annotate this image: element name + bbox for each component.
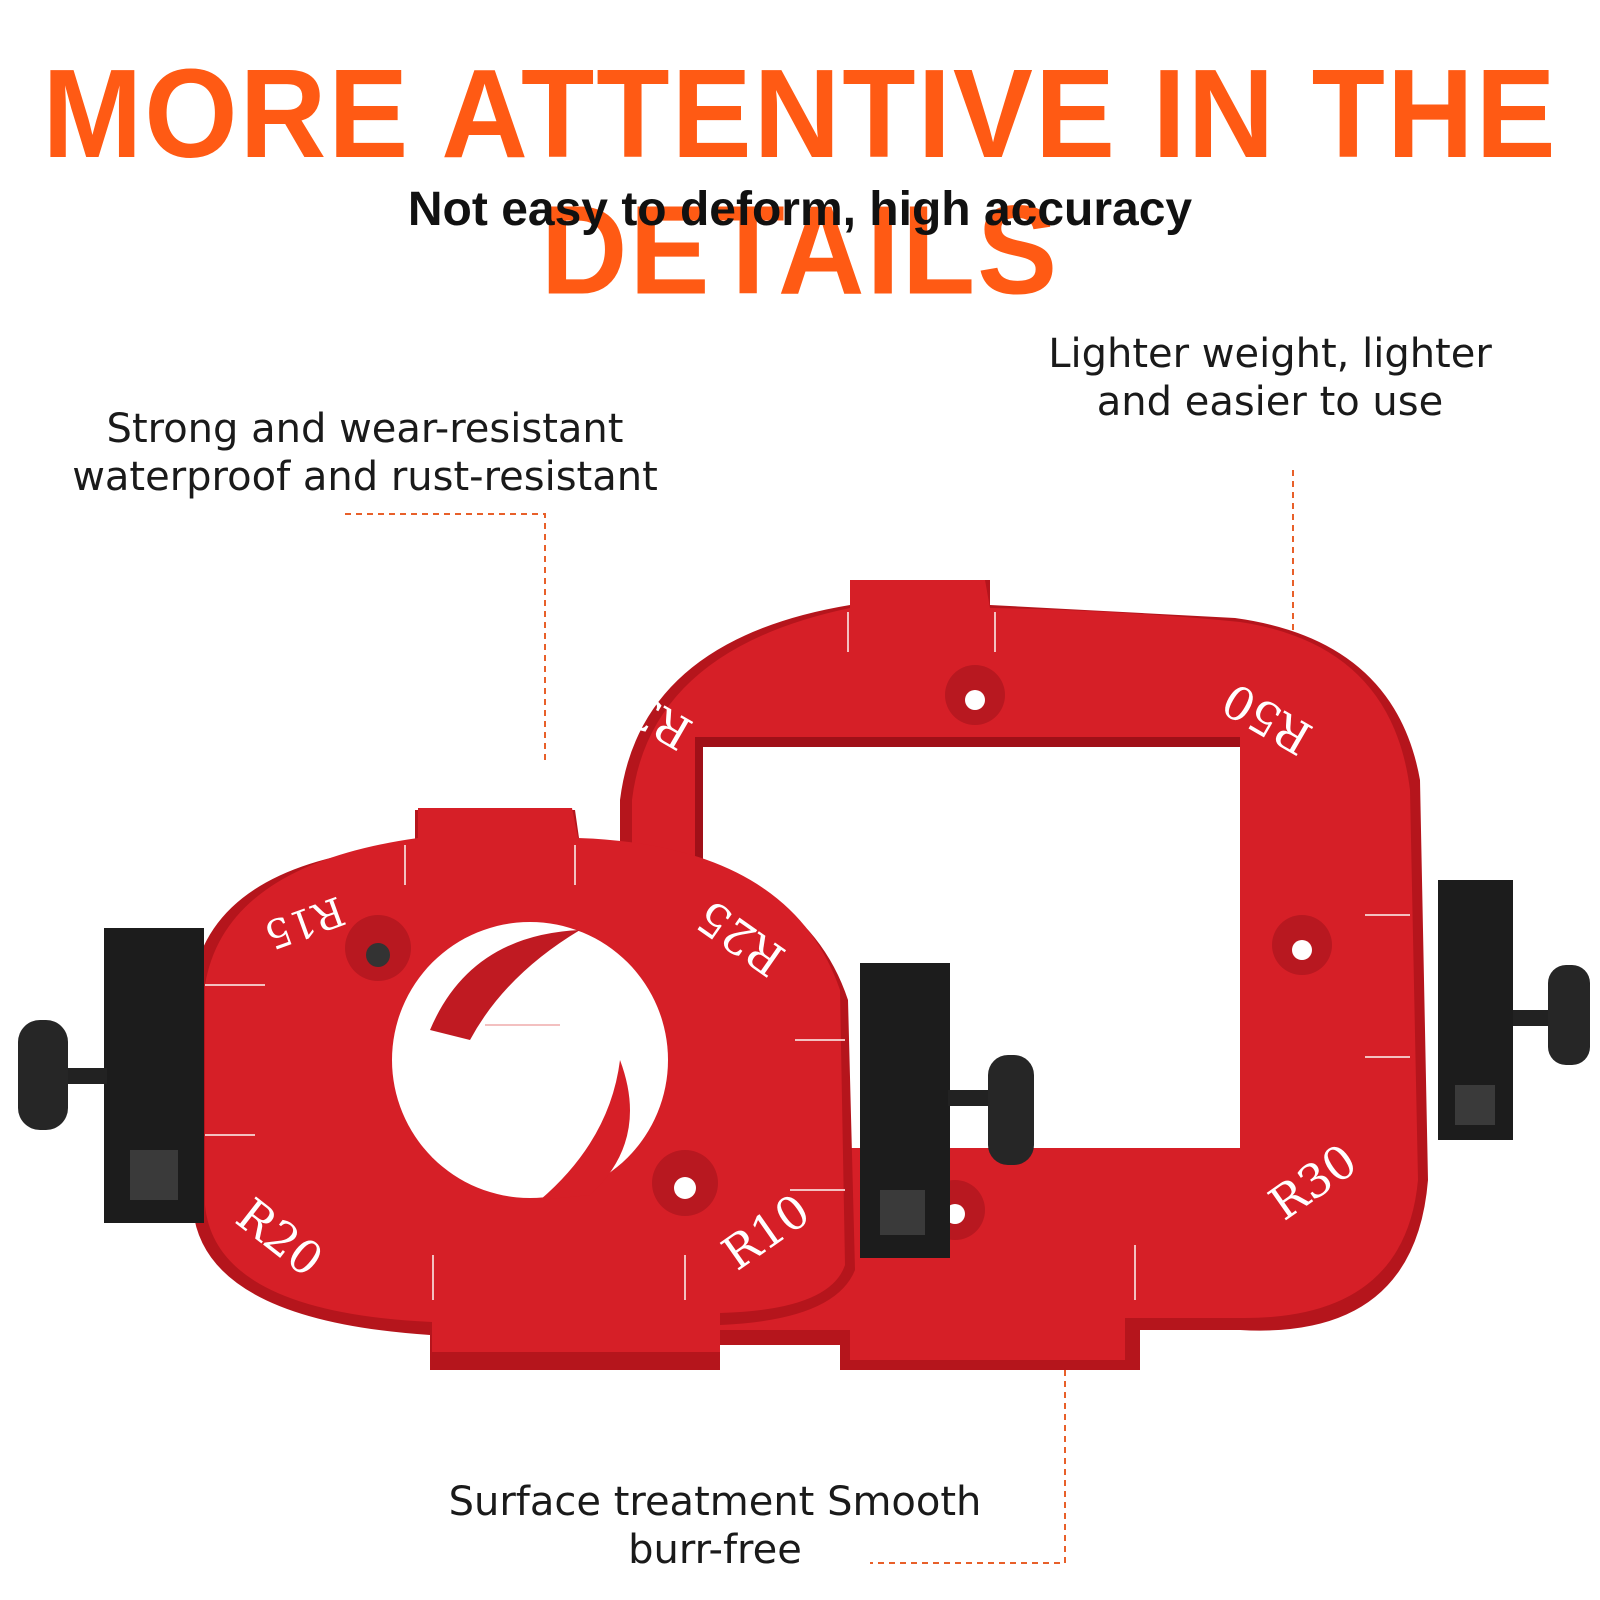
thumb-screw-icon — [1548, 965, 1590, 1065]
callout-right-line-2: and easier to use — [1096, 379, 1444, 425]
callout-surface-treatment: Surface treatment Smooth burr-free — [400, 1478, 1030, 1574]
small-plate-holes — [345, 915, 718, 1216]
leader-line-left — [345, 513, 546, 760]
callout-left-line-1: Strong and wear-resistant — [106, 406, 624, 452]
callout-left-line-2: waterproof and rust-resistant — [72, 454, 658, 500]
callout-bottom-line-1: Surface treatment Smooth — [448, 1479, 982, 1525]
large-plate-ticks — [847, 612, 1410, 1300]
callout-right-line-1: Lighter weight, lighter — [1048, 331, 1492, 377]
clamp-right — [1438, 880, 1590, 1140]
callout-lighter-weight: Lighter weight, lighter and easier to us… — [1010, 330, 1530, 426]
callout-bottom-line-2: burr-free — [628, 1527, 802, 1573]
small-plate-ticks — [205, 845, 845, 1300]
small-template-plate: R15 R25 R20 R10 — [193, 808, 855, 1370]
subheadline: Not easy to deform, high accuracy — [407, 183, 1193, 236]
callout-strong-wear-resistant: Strong and wear-resistant waterproof and… — [60, 405, 670, 501]
clamp-left — [18, 928, 204, 1223]
headline: MORE ATTENTIVE IN THE DETAILS — [42, 43, 1558, 321]
thumb-screw-icon — [988, 1055, 1034, 1165]
thumb-screw-icon — [18, 1020, 68, 1130]
clamp-middle — [860, 963, 1034, 1258]
